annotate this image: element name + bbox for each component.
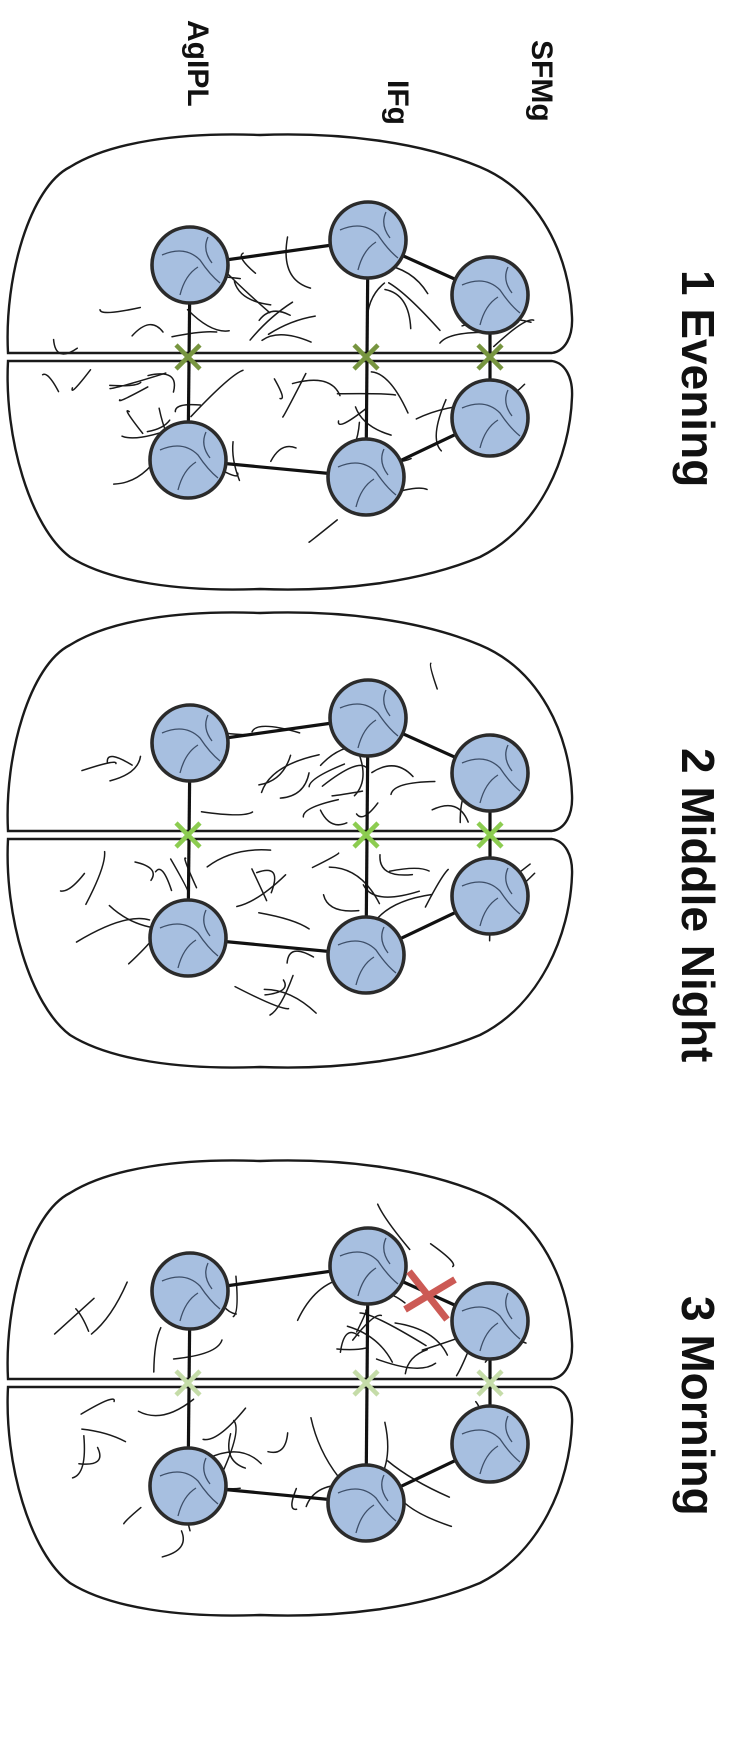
region-label-ifg: IFg <box>382 80 412 125</box>
panel-evening <box>8 134 572 589</box>
node-right-sfmg <box>452 735 528 811</box>
region-label-agipl: AgIPL <box>182 20 212 107</box>
node-left-agipl <box>150 900 226 976</box>
node-left-ifg <box>328 917 404 993</box>
panel-title-middle-night: 2 Middle Night <box>675 748 721 1062</box>
node-left-sfmg <box>452 858 528 934</box>
node-left-sfmg <box>452 1406 528 1482</box>
node-right-sfmg <box>452 1283 528 1359</box>
node-right-ifg <box>330 202 406 278</box>
node-right-agipl <box>152 227 228 303</box>
node-right-agipl <box>152 705 228 781</box>
node-left-sfmg <box>452 380 528 456</box>
node-left-agipl <box>150 422 226 498</box>
node-right-ifg <box>330 1228 406 1304</box>
panel-morning <box>8 1160 572 1615</box>
node-left-ifg <box>328 439 404 515</box>
region-label-sfmg: SFMg <box>526 40 556 122</box>
node-right-ifg <box>330 680 406 756</box>
node-left-ifg <box>328 1465 404 1541</box>
panel-middle-night <box>8 612 572 1067</box>
panel-title-morning: 3 Morning <box>675 1296 721 1516</box>
panel-title-evening: 1 Evening <box>675 270 721 487</box>
node-right-agipl <box>152 1253 228 1329</box>
node-left-agipl <box>150 1448 226 1524</box>
node-right-sfmg <box>452 257 528 333</box>
